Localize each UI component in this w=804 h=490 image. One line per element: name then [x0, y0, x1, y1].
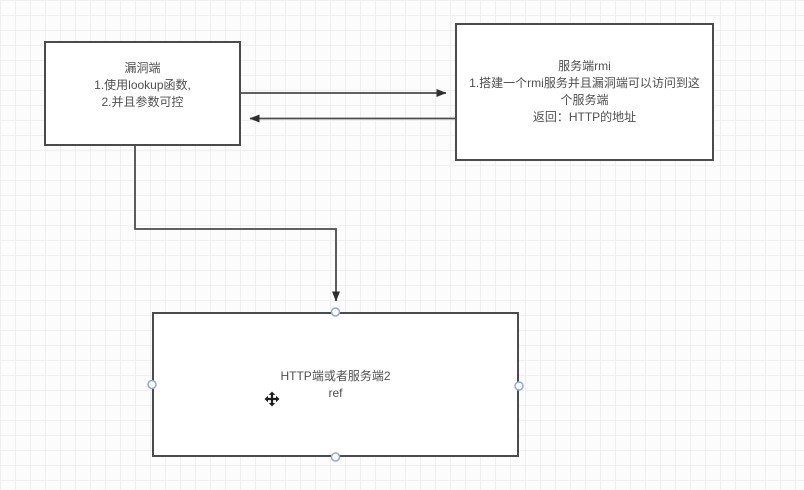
- node-vuln-line1: 1.使用lookup函数,: [94, 78, 191, 92]
- node-http-server[interactable]: HTTP端或者服务端2 ref: [152, 312, 519, 457]
- node-http-title: HTTP端或者服务端2: [280, 368, 391, 383]
- node-rmi-line2: 返回：HTTP的地址: [532, 110, 637, 124]
- node-rmi-line1: 1.搭建一个rmi服务并且漏洞端可以访问到这个服务端: [469, 76, 700, 107]
- node-vuln-client[interactable]: 漏洞端 1.使用lookup函数, 2.并且参数可控: [44, 41, 241, 146]
- connector-vuln-to-http[interactable]: [134, 146, 340, 302]
- node-http-line1: ref: [328, 385, 343, 400]
- node-rmi-title: 服务端rmi: [558, 59, 611, 73]
- node-vuln-line2: 2.并且参数可控: [101, 95, 184, 109]
- node-vuln-title: 漏洞端: [124, 61, 161, 75]
- node-rmi-server[interactable]: 服务端rmi 1.搭建一个rmi服务并且漏洞端可以访问到这个服务端 返回：HTT…: [455, 23, 714, 161]
